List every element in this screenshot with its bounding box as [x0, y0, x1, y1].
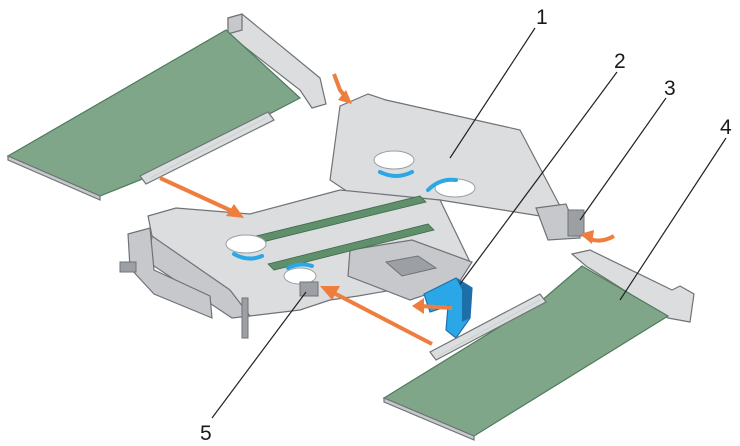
card-right-gold-fingers	[429, 293, 547, 361]
card-right-edge	[383, 397, 475, 441]
leader-3	[579, 97, 667, 221]
installation-arrows	[159, 73, 615, 346]
riser-cage-standoff	[241, 297, 249, 339]
leader-4	[619, 137, 727, 301]
callout-1: 1	[536, 6, 548, 29]
callout-leaders	[211, 27, 727, 419]
riser-connector-housing	[567, 209, 585, 237]
latch-shadow	[456, 278, 472, 322]
arrow-connector-hook-head	[580, 230, 594, 244]
riser-cage-foot	[119, 261, 137, 273]
blue-tab-mark-3	[232, 252, 264, 261]
riser-cage	[119, 93, 585, 339]
card-left-bracket-lip	[227, 13, 243, 35]
leader-2	[459, 71, 618, 285]
expansion-card-right	[382, 249, 695, 441]
riser-slot-lower	[267, 223, 435, 271]
arrow-right-card-insert-head	[320, 286, 340, 300]
cage-hole-3	[225, 234, 267, 254]
blue-tab-mark-2	[426, 177, 458, 192]
callout-5: 5	[200, 422, 212, 445]
arrow-top-hook-head	[338, 90, 352, 104]
cage-hole-1	[373, 150, 415, 170]
arrow-left-card-insert	[159, 176, 235, 214]
expansion-card-left	[6, 13, 327, 201]
callout-2: 2	[614, 50, 626, 73]
blue-tab-mark-1	[378, 170, 414, 178]
card-right-contacts	[437, 299, 541, 357]
arrow-latch-press	[419, 304, 453, 310]
blue-tab-mark-4	[286, 262, 314, 270]
callout-labels: 1 2 3 4 5	[200, 6, 732, 445]
leader-1	[449, 27, 536, 159]
arrow-left-card-insert-head	[226, 204, 244, 218]
riser-connector-small	[299, 281, 319, 297]
card-left-contacts	[149, 117, 267, 179]
leader-5	[211, 291, 307, 419]
riser-chip	[384, 255, 438, 277]
arrow-latch-press-head	[412, 298, 424, 314]
arrow-right-card-insert	[331, 290, 433, 346]
card-right-bracket	[570, 249, 695, 323]
card-left-edge	[7, 155, 101, 201]
callout-4: 4	[720, 116, 732, 139]
callout-3: 3	[664, 77, 676, 100]
